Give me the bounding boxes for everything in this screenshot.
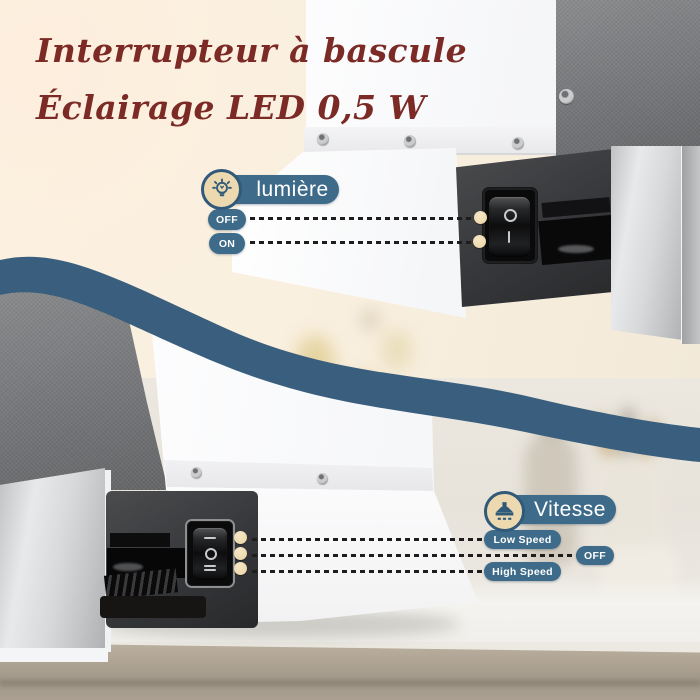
rocker-marking-II bbox=[204, 565, 216, 567]
vent-highlight bbox=[113, 563, 143, 571]
underside-shadow bbox=[100, 596, 206, 618]
vent-highlight bbox=[558, 245, 594, 253]
marker-dot-off bbox=[474, 211, 487, 224]
leader-line-on bbox=[250, 241, 472, 244]
metal-corner-front-top bbox=[611, 146, 683, 340]
rocker-marking-II bbox=[204, 569, 216, 571]
screw bbox=[512, 137, 524, 149]
leader-line-high-speed bbox=[252, 570, 484, 573]
light-rocker-switch bbox=[489, 197, 530, 257]
metal-corner-front-bottom bbox=[0, 468, 105, 656]
range-hood-icon bbox=[484, 491, 525, 532]
metal-corner-side-top bbox=[681, 146, 700, 344]
light-off-label: OFF bbox=[208, 209, 246, 230]
screw bbox=[191, 467, 202, 478]
title-line-1: Interrupteur à bascule bbox=[36, 31, 468, 70]
screw bbox=[559, 89, 574, 104]
lightbulb-icon bbox=[201, 169, 242, 210]
leader-line-off bbox=[252, 554, 577, 557]
rocker-marking-I bbox=[508, 231, 510, 243]
marker-dot-off bbox=[234, 547, 247, 560]
rocker-marking-O bbox=[205, 548, 217, 560]
countertop-front-edge bbox=[0, 643, 700, 700]
speed-badge-label: Vitesse bbox=[534, 497, 606, 521]
speed-low-label: Low Speed bbox=[484, 530, 561, 549]
chimney-top bbox=[556, 0, 700, 168]
metal-corner-base bbox=[0, 648, 108, 662]
marker-dot-low bbox=[234, 531, 247, 544]
title-line-2: Éclairage LED 0,5 W bbox=[36, 88, 426, 128]
leader-line-off bbox=[250, 217, 472, 220]
leader-line-low-speed bbox=[252, 538, 487, 541]
rocker-marking-I bbox=[204, 537, 216, 539]
vent-cavity bbox=[538, 214, 615, 266]
speed-off-label: OFF bbox=[576, 546, 614, 565]
speed-high-label: High Speed bbox=[484, 562, 561, 581]
blurred-bulb bbox=[382, 330, 412, 370]
marker-dot-high bbox=[234, 562, 247, 575]
screw bbox=[404, 135, 416, 147]
page-title: Interrupteur à bascule Éclairage LED 0,5… bbox=[36, 22, 496, 136]
countertop-seam bbox=[0, 680, 700, 687]
screw bbox=[317, 473, 328, 484]
screw bbox=[317, 133, 329, 145]
light-on-label: ON bbox=[209, 233, 245, 254]
blurred-speck bbox=[365, 312, 375, 328]
vent-slot bbox=[110, 533, 170, 547]
light-badge-label: lumière bbox=[256, 177, 329, 201]
marker-dot-on bbox=[473, 235, 486, 248]
speed-rocker-switch bbox=[193, 528, 227, 580]
hood-top-body bbox=[306, 0, 558, 128]
rocker-marking-O bbox=[504, 209, 517, 222]
